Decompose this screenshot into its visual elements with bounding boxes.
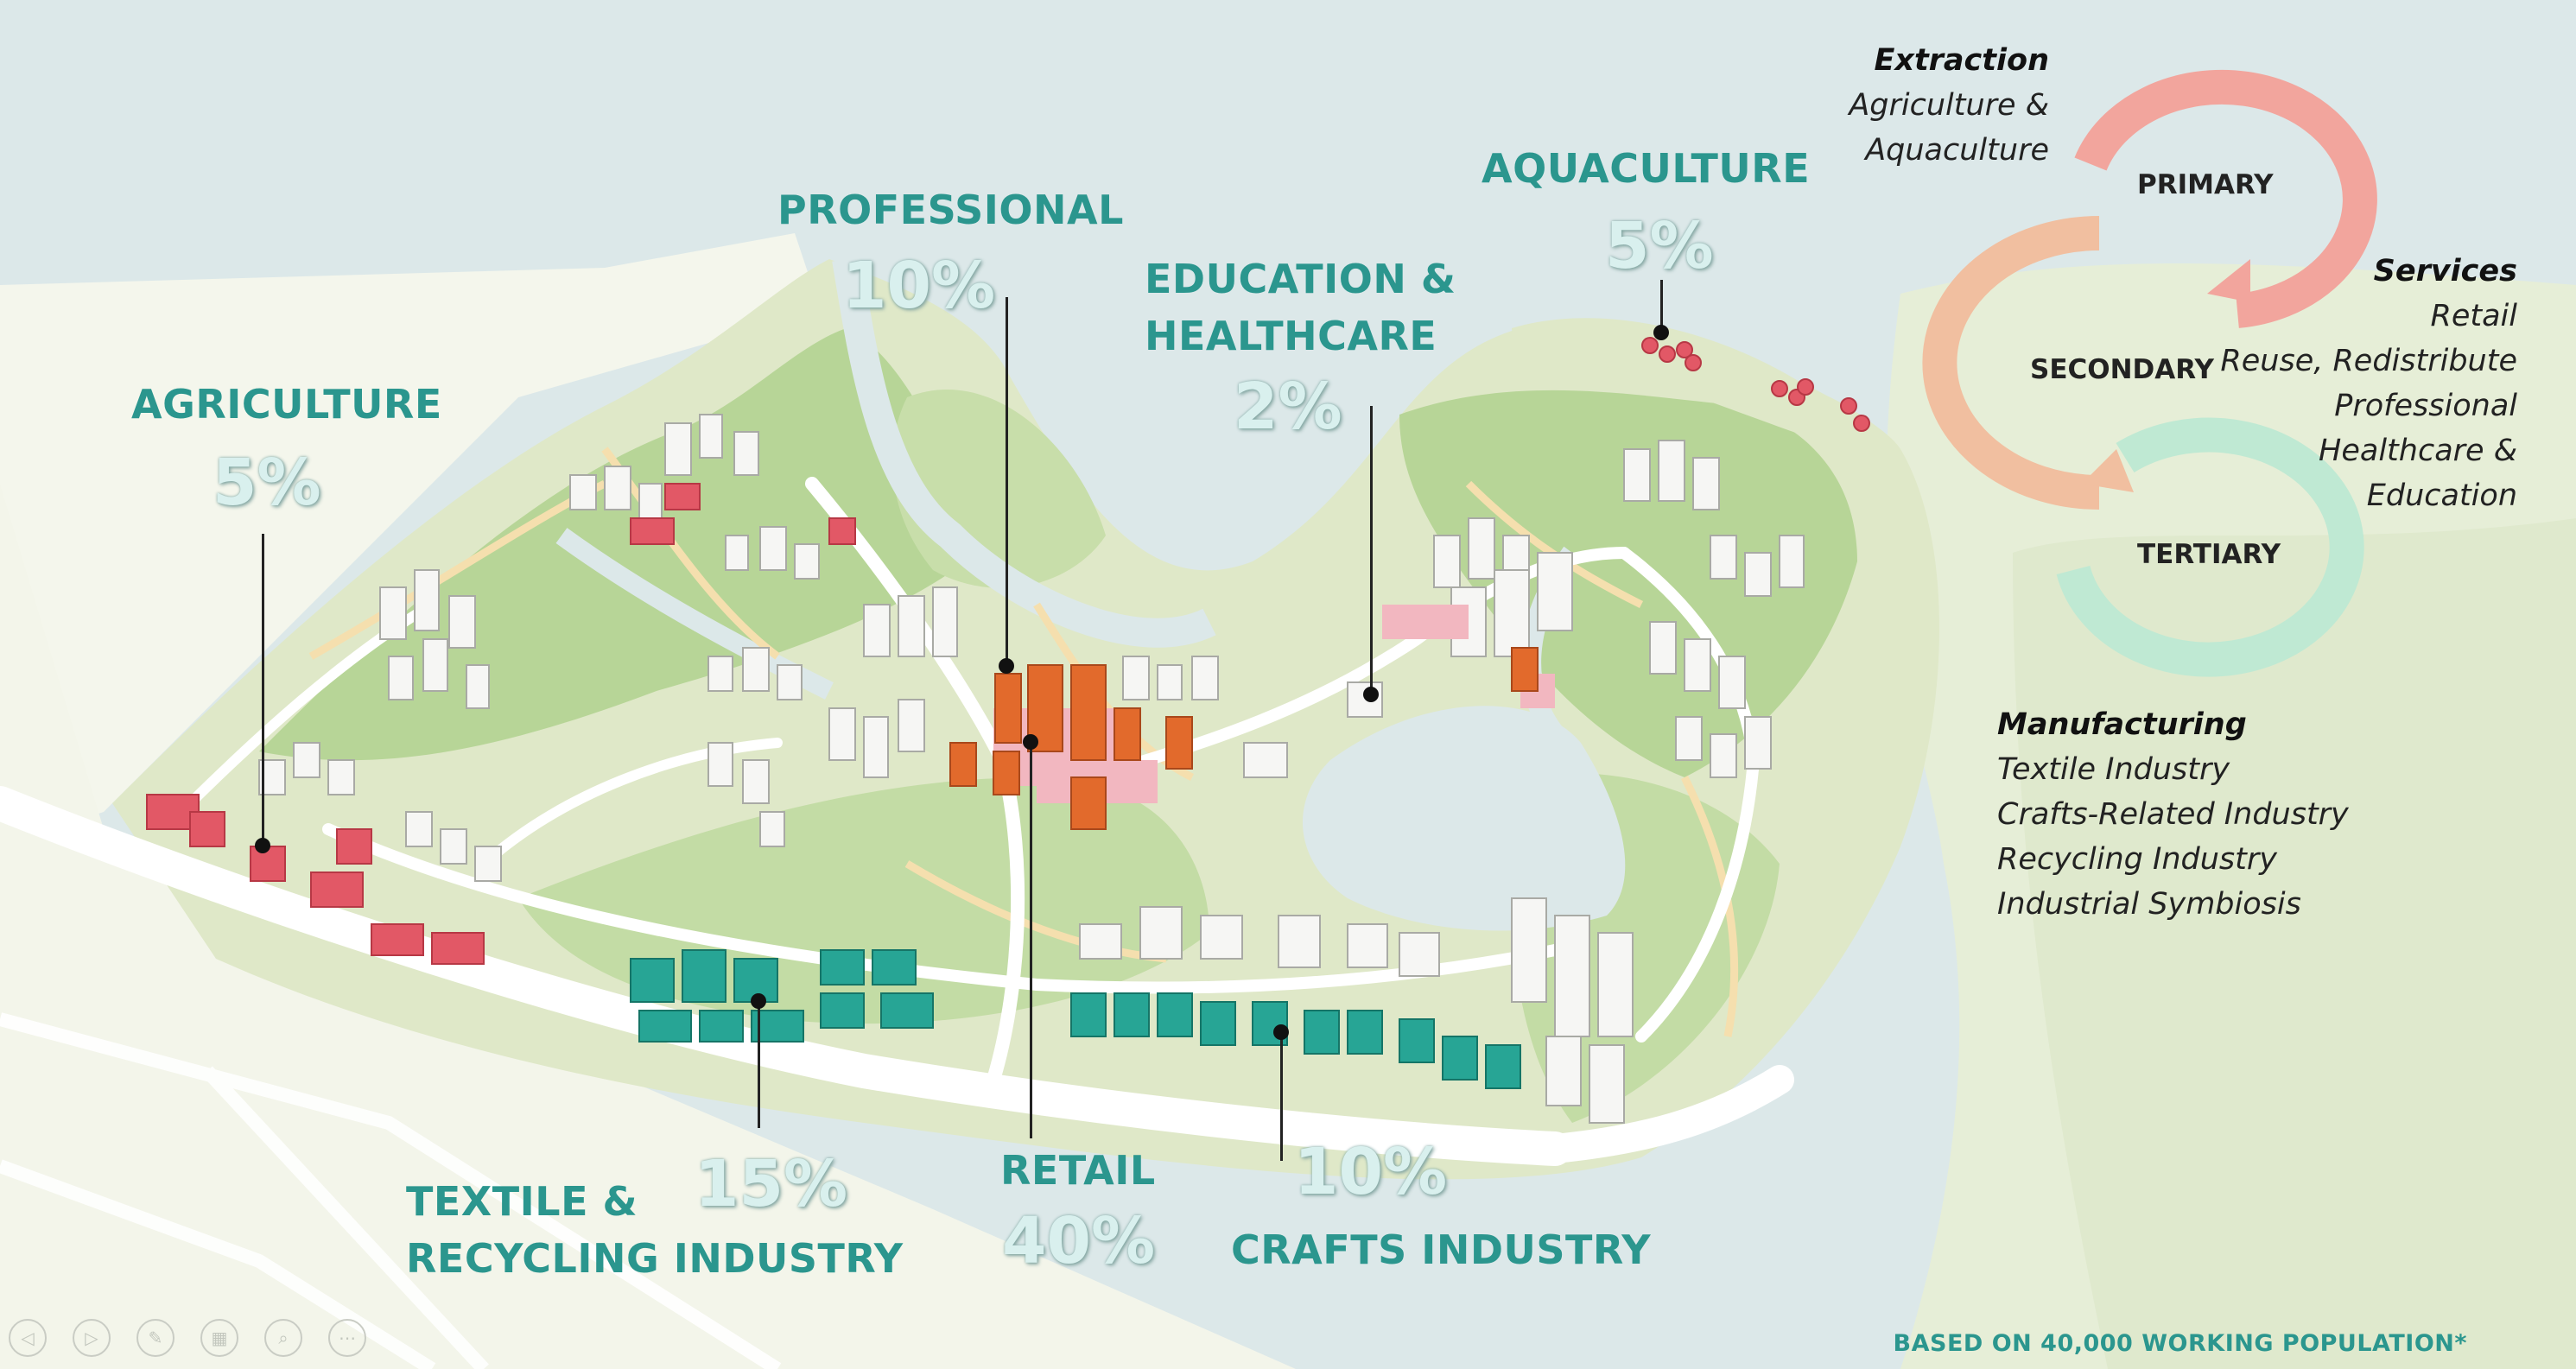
industry-buildings (630, 949, 1521, 1089)
tertiary-ring-label: TERTIARY (2137, 539, 2281, 570)
tertiary-sector-item: Reuse, Redistribute (2220, 344, 2517, 378)
agriculture-title: AGRICULTURE (131, 381, 442, 428)
aquaculture-buildings (1641, 337, 1870, 432)
tertiary-sector-item: Professional (2334, 389, 2517, 423)
slideshow-controls: ◁ ▷ ✎ ▦ ⌕ ⋯ (9, 1319, 366, 1357)
secondary-sector-item: Recycling Industry (1997, 842, 2277, 877)
crafts-percent: 10% (1294, 1135, 1448, 1209)
professional-title: PROFESSIONAL (777, 187, 1124, 233)
professional-leader (1006, 297, 1008, 663)
outer-roads (0, 1012, 782, 1369)
primary-ring-label: PRIMARY (2137, 169, 2274, 200)
aquaculture-spit (1512, 318, 1904, 466)
education-title-line1: EDUCATION & (1145, 256, 1456, 302)
textile-percent: 15% (695, 1147, 848, 1221)
secondary-ring (1922, 216, 2100, 510)
aquaculture-title: AQUACULTURE (1482, 145, 1811, 192)
southwest-land (0, 484, 1296, 1369)
textile-marker (751, 993, 766, 1009)
pen-icon[interactable]: ✎ (136, 1319, 174, 1357)
agriculture-leader (262, 534, 264, 845)
more-options-icon[interactable]: ⋯ (328, 1319, 366, 1357)
retail-leader (1030, 741, 1032, 1138)
tertiary-sector-item: Education (2366, 479, 2517, 513)
sector-cycle-diagram (1922, 69, 2377, 677)
education-title-line2: HEALTHCARE (1145, 313, 1437, 359)
tertiary-sector-heading: Services (2373, 254, 2517, 288)
tertiary-sector-item: Healthcare & (2319, 434, 2517, 468)
next-slide-icon[interactable]: ▷ (73, 1319, 111, 1357)
textile-title-line2: RECYCLING INDUSTRY (406, 1235, 904, 1282)
zoom-icon[interactable]: ⌕ (264, 1319, 302, 1357)
primary-sector-item: Agriculture & (1849, 88, 2049, 123)
tertiary-sector-description: Services Retail Reuse, Redistribute Prof… (2220, 249, 2517, 518)
retail-title: RETAIL (1000, 1147, 1156, 1194)
professional-marker (999, 658, 1014, 674)
aquaculture-leader (1660, 280, 1663, 332)
agriculture-marker (255, 838, 270, 853)
primary-arrowhead (2207, 259, 2250, 302)
retail-percent: 40% (1002, 1204, 1156, 1278)
agriculture-percent: 5% (213, 446, 321, 520)
previous-slide-icon[interactable]: ◁ (9, 1319, 47, 1357)
secondary-arrowhead (2082, 449, 2134, 492)
secondary-ring-label: SECONDARY (2030, 354, 2214, 385)
retail-buildings (949, 605, 1555, 830)
primary-sector-heading: Extraction (1874, 43, 2049, 78)
west-land (0, 233, 821, 846)
population-footnote: BASED ON 40,000 WORKING POPULATION* (1893, 1330, 2467, 1357)
crafts-leader (1280, 1031, 1283, 1161)
agriculture-buildings (146, 483, 856, 965)
textile-leader (758, 1000, 760, 1128)
primary-sector-description: Extraction Agriculture & Aquaculture (1849, 38, 2049, 173)
aquaculture-percent: 5% (1605, 209, 1714, 283)
secondary-sector-item: Crafts-Related Industry (1997, 797, 2349, 832)
retail-marker (1023, 734, 1038, 750)
crafts-title: CRAFTS INDUSTRY (1231, 1226, 1652, 1273)
education-marker (1363, 687, 1379, 702)
tertiary-sector-item: Retail (2430, 299, 2517, 333)
education-leader (1370, 406, 1373, 693)
textile-title-line1: TEXTILE & (406, 1178, 638, 1225)
secondary-sector-item: Textile Industry (1997, 752, 2230, 787)
primary-ring (2074, 69, 2377, 328)
education-percent: 2% (1234, 370, 1342, 444)
slides-grid-icon[interactable]: ▦ (200, 1319, 238, 1357)
secondary-sector-heading: Manufacturing (1997, 707, 2247, 742)
aquaculture-marker (1653, 325, 1669, 340)
primary-sector-item: Aquaculture (1865, 133, 2049, 168)
east-land-inner (2013, 518, 2576, 1369)
secondary-sector-item: Industrial Symbiosis (1997, 887, 2301, 922)
crafts-marker (1273, 1024, 1289, 1040)
professional-percent: 10% (842, 249, 996, 323)
secondary-sector-description: Manufacturing Textile Industry Crafts-Re… (1997, 702, 2349, 927)
inner-lake (1302, 706, 1626, 931)
residential-buildings (258, 414, 1805, 1124)
tertiary-ring (2056, 417, 2364, 677)
river-channel (832, 257, 1216, 648)
